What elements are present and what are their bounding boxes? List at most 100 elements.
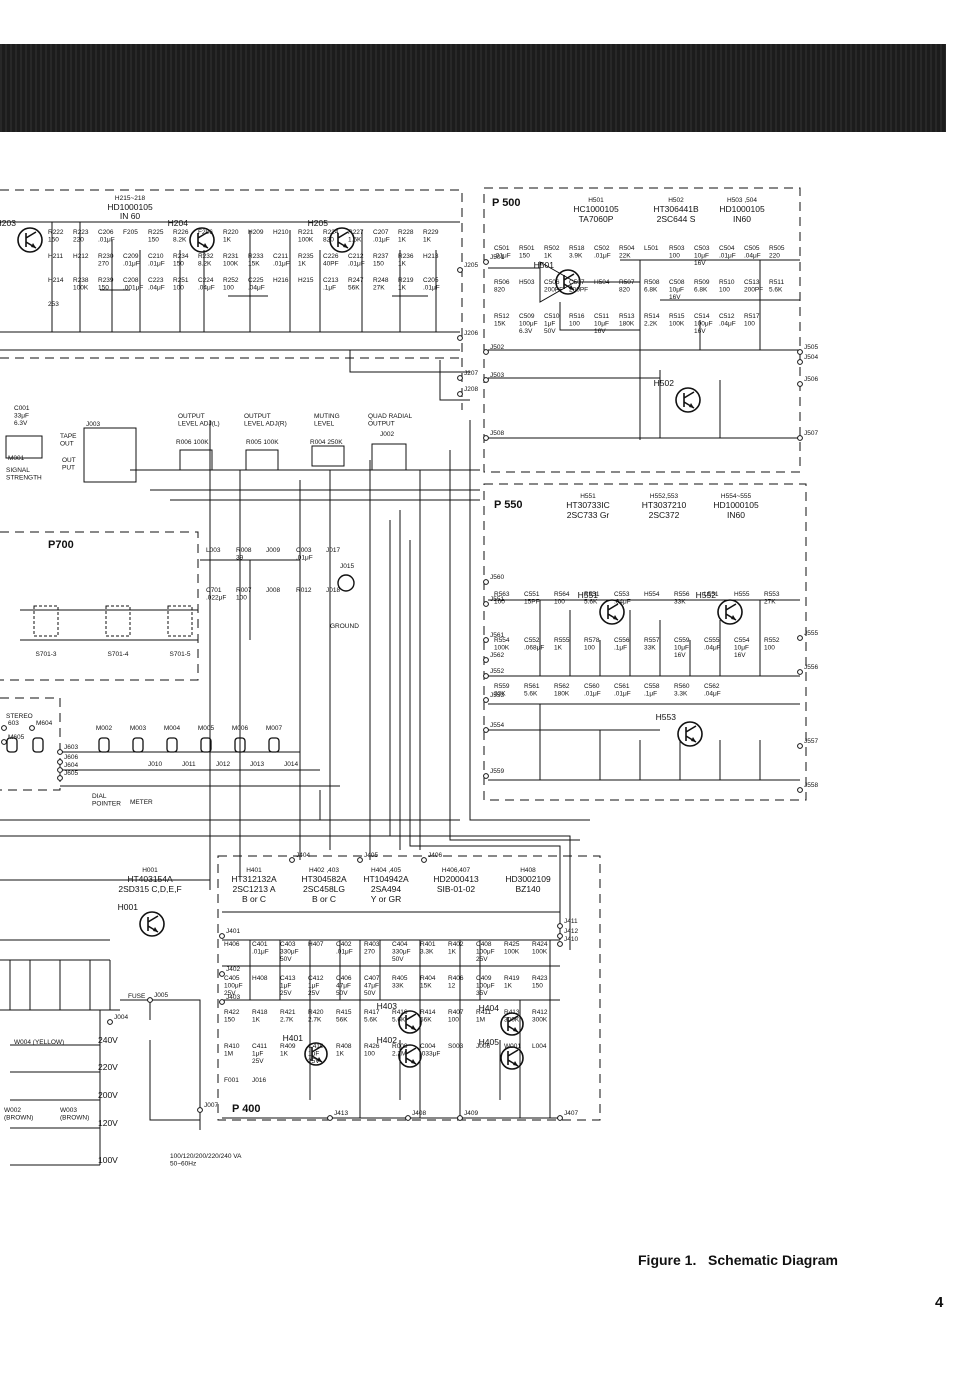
- jack-j606-terminal: [57, 759, 63, 765]
- component-p550-11: C552.068μF: [524, 637, 544, 651]
- control-r006: R006 100K: [176, 439, 209, 446]
- jack-j403-terminal: [219, 999, 225, 1005]
- signal-meter-symbol: [5, 435, 43, 459]
- component-top_row-3: F205: [123, 229, 138, 236]
- jack-j555-terminal: [797, 635, 803, 641]
- jack-j501: J501: [490, 254, 504, 261]
- jack-j205: J205: [464, 262, 478, 269]
- component-top_row-38: C224.04μF: [198, 277, 215, 291]
- jack-j403: J403: [226, 994, 240, 1001]
- component-top_row-40: C225.04μF: [248, 277, 265, 291]
- jack-j557: J557: [804, 738, 818, 745]
- block-label-p700: P700: [48, 539, 74, 551]
- jack-j604-terminal: [57, 767, 63, 773]
- p400-header-part-2: HT304582A: [301, 874, 347, 884]
- p550-header-part-2: HD1000105: [713, 500, 759, 510]
- jack-j412: J412: [564, 928, 578, 935]
- p400-header-part-3: HT104942A: [363, 874, 409, 884]
- p400-header-part-4: HD2000413: [433, 874, 479, 884]
- stereo-lamp-1: [32, 737, 44, 753]
- component-p700_misc-9: J018: [326, 587, 340, 594]
- transistor-h203: [17, 227, 43, 253]
- p500-header-ref-2: H503 ,504: [727, 197, 757, 204]
- transistor-h001-label: H001: [118, 902, 139, 912]
- jack-j507-terminal: [797, 435, 803, 441]
- component-p550-7: L551: [704, 591, 719, 598]
- jack-j409-terminal: [457, 1115, 463, 1121]
- transistor-h553: [677, 721, 703, 747]
- lamp-label-4: M006: [232, 725, 249, 732]
- component-p400-45: J006: [476, 1043, 490, 1050]
- component-p700_misc-3: C003.01μF: [296, 547, 313, 561]
- jack-j005: J005: [154, 992, 168, 999]
- jack-j406: J406: [428, 852, 442, 859]
- jack-j504: J504: [804, 354, 818, 361]
- p400-header-ref-1: H401: [246, 867, 262, 874]
- component-top_row-16: H211: [48, 253, 63, 260]
- component-p400-4: C402.01μF: [336, 941, 353, 955]
- mains-tap-1: 220V: [98, 1062, 118, 1072]
- control-stereo: STEREO: [6, 713, 33, 720]
- component-top_row-43: C213.1μF: [323, 277, 339, 291]
- p400-header-type-4: SIB-01-02: [437, 884, 476, 894]
- lamp-jack-1: J011: [182, 761, 196, 768]
- jack-j007-terminal: [197, 1107, 203, 1113]
- jack-j561-terminal: [483, 637, 489, 643]
- component-p700_misc-4: J017: [326, 547, 340, 554]
- stereo-lamp-0: [6, 737, 18, 753]
- component-p400-48: F001: [224, 1077, 239, 1084]
- component-p550-24: C561.01μF: [614, 683, 631, 697]
- jack-j551-terminal: [483, 601, 489, 607]
- component-p400-0: H406: [224, 941, 240, 948]
- pot-symbol-1: [245, 449, 279, 471]
- p550-header-type-1: 2SC372: [649, 510, 680, 520]
- p400-header-grade-1: B or C: [242, 894, 266, 904]
- jack-j404-terminal: [289, 857, 295, 863]
- p500-header-ref-1: H502: [668, 197, 684, 204]
- jack-j007: J007: [204, 1102, 218, 1109]
- jack-j004: J004: [114, 1014, 128, 1021]
- component-p700_misc-7: J008: [266, 587, 280, 594]
- lamp-m003: [132, 737, 144, 753]
- p400-header-ref-3: H404 ,405: [371, 867, 401, 874]
- jack-j409: J409: [464, 1110, 478, 1117]
- component-p550-17: C555.04μF: [704, 637, 721, 651]
- control-j015: J015: [340, 563, 354, 570]
- jack-m604: M604: [36, 720, 53, 727]
- component-p400-1: C401.01μF: [252, 941, 269, 955]
- transistor-h203-label: H203: [0, 218, 16, 228]
